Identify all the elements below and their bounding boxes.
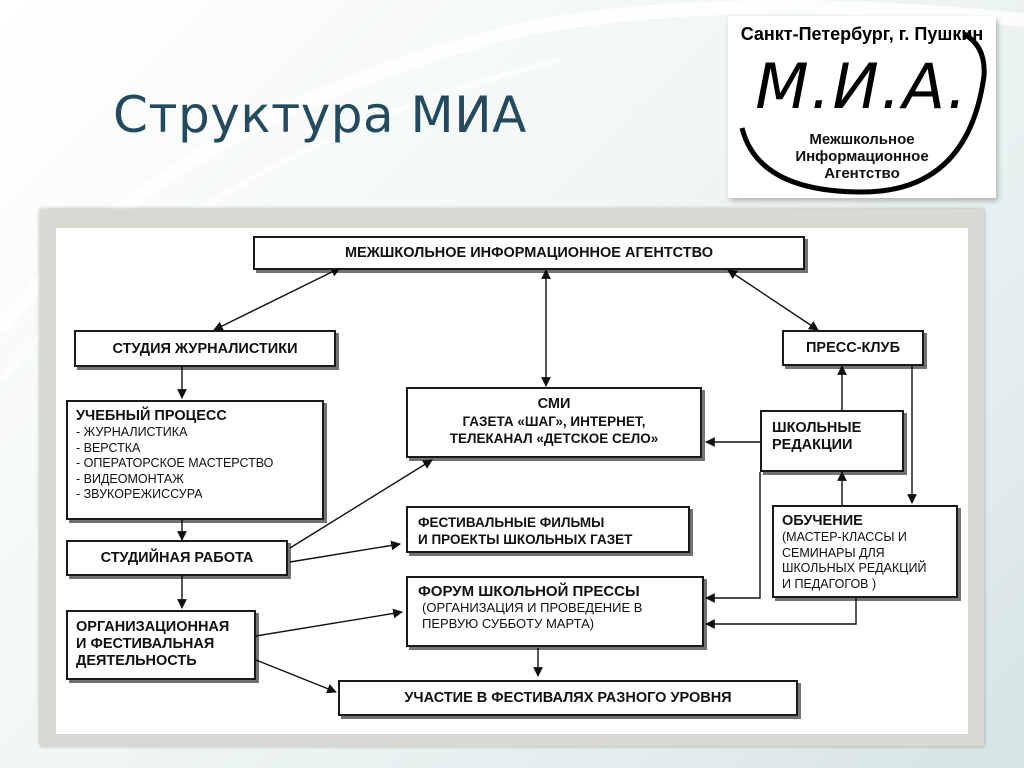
node-smi: СМИ ГАЗЕТА «ШАГ», ИНТЕРНЕТ, ТЕЛЕКАНАЛ «Д… (406, 387, 702, 458)
node-school-editorial: ШКОЛЬНЫЕ РЕДАКЦИИ (760, 410, 904, 472)
node-festival-films: ФЕСТИВАЛЬНЫЕ ФИЛЬМЫ И ПРОЕКТЫ ШКОЛЬНЫХ Г… (406, 506, 690, 553)
edge-mia-studio (213, 267, 341, 331)
edge-studiowork-smi (289, 459, 433, 549)
edu-item: - ВЕРСТКА (76, 440, 141, 455)
node-studio-work: СТУДИЙНАЯ РАБОТА (66, 540, 288, 576)
node-studio-journalism: СТУДИЯ ЖУРНАЛИСТИКИ (74, 330, 336, 367)
edu-item: - ОПЕРАТОРСКОЕ МАСТЕРСТВО (76, 456, 274, 470)
node-participation: УЧАСТИЕ В ФЕСТИВАЛЯХ РАЗНОГО УРОВНЯ (338, 680, 798, 716)
edge-mia-pressclub (727, 269, 819, 331)
edge-editorial-forum (705, 472, 761, 603)
edge-studiowork-films (289, 540, 401, 563)
mia-logo: Санкт-Петербург, г. Пушкин М.И.А. Межшко… (728, 16, 996, 198)
edge-org-participation (255, 659, 337, 694)
node-organizational: ОРГАНИЗАЦИОННАЯ И ФЕСТИВАЛЬНАЯ ДЕЯТЕЛЬНО… (66, 610, 256, 680)
node-press-club: ПРЕСС-КЛУБ (782, 330, 924, 366)
edge-org-forum (255, 608, 403, 637)
slide-title: Структура МИА (113, 86, 527, 144)
edge-training-forum (705, 598, 857, 629)
edu-item: - ЖУРНАЛИСТИКА (76, 425, 188, 439)
logo-subtitle: Межшкольное Информационное Агентство (795, 131, 929, 182)
edu-item: - ВИДЕОМОНТАЖ (76, 471, 184, 486)
node-forum: ФОРУМ ШКОЛЬНОЙ ПРЕССЫ (ОРГАНИЗАЦИЯ И ПРО… (406, 576, 704, 647)
node-education-process: УЧЕБНЫЙ ПРОЦЕСС - ЖУРНАЛИСТИКА - ВЕРСТКА… (66, 400, 324, 520)
node-mia: МЕЖШКОЛЬНОЕ ИНФОРМАЦИОННОЕ АГЕНТСТВО (253, 236, 805, 270)
logo-abbr: М.И.А. (755, 50, 969, 123)
logo-arc-icon (739, 31, 987, 195)
logo-city: Санкт-Петербург, г. Пушкин (740, 24, 984, 44)
node-training: ОБУЧЕНИЕ (МАСТЕР-КЛАССЫ И СЕМИНАРЫ ДЛЯ Ш… (772, 505, 958, 598)
edu-item: - ЗВУКОРЕЖИССУРА (76, 487, 203, 501)
